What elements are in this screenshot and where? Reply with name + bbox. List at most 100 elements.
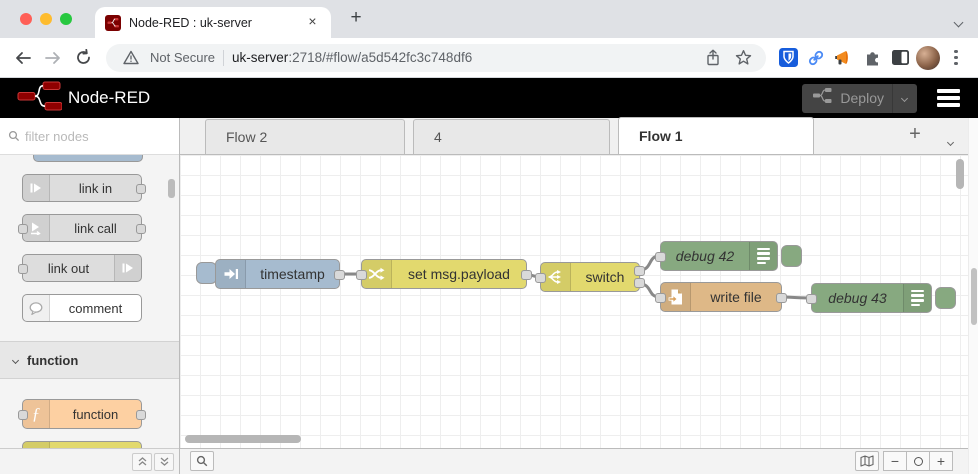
input-port[interactable]	[655, 252, 666, 262]
input-port[interactable]	[18, 224, 28, 234]
link-extension-icon[interactable]	[804, 46, 828, 70]
link-out-icon	[114, 255, 141, 281]
navigator-map-button[interactable]	[855, 451, 879, 471]
output-port[interactable]	[334, 270, 345, 280]
switch-icon	[23, 442, 50, 448]
file-icon	[661, 283, 691, 311]
input-port[interactable]	[535, 273, 546, 283]
not-secure-warning-icon[interactable]	[120, 47, 142, 69]
node-switch[interactable]: switch	[535, 262, 645, 292]
browser-toolbar: Not Secure uk-server:2718/#flow/a5d542fc…	[0, 38, 978, 78]
flow-editor: Flow 2 4 Flow 1 +	[180, 117, 968, 474]
canvas-search-button[interactable]	[190, 451, 214, 471]
output-port[interactable]	[136, 184, 146, 194]
sidebar-toggle-icon[interactable]	[888, 46, 912, 70]
bookmark-star-icon[interactable]	[732, 47, 754, 69]
flow-tab-2[interactable]: Flow 2	[205, 119, 405, 154]
canvas-vertical-scrollbar[interactable]	[956, 159, 964, 189]
zoom-window-button[interactable]	[60, 13, 72, 25]
zoom-out-button[interactable]: −	[883, 451, 907, 471]
node-palette: link in link call link out comment	[0, 118, 180, 474]
inject-trigger-button[interactable]	[196, 262, 217, 284]
back-button[interactable]	[10, 45, 36, 71]
palette-node-partial-bottom[interactable]	[22, 441, 142, 448]
deploy-button[interactable]: Deploy	[802, 83, 917, 113]
forward-button[interactable]	[40, 45, 66, 71]
node-label: timestamp	[260, 266, 325, 282]
link-in-icon	[23, 175, 50, 201]
deploy-label: Deploy	[840, 90, 884, 106]
main-area: link in link call link out comment	[0, 117, 968, 474]
debug-toggle-button[interactable]	[935, 287, 956, 309]
input-port[interactable]	[806, 294, 817, 304]
app-title: Node-RED	[68, 88, 151, 107]
flow-tab-4[interactable]: 4	[413, 119, 610, 154]
address-bar[interactable]: Not Secure uk-server:2718/#flow/a5d542fc…	[106, 43, 766, 72]
close-window-button[interactable]	[20, 13, 32, 25]
minimize-window-button[interactable]	[40, 13, 52, 25]
share-icon[interactable]	[702, 47, 724, 69]
new-tab-button[interactable]: +	[350, 7, 362, 28]
palette-node-link-call[interactable]: link call	[18, 214, 146, 242]
collapse-all-button[interactable]	[132, 452, 152, 471]
zoom-in-button[interactable]: +	[929, 451, 953, 471]
reload-button[interactable]	[70, 45, 96, 71]
switch-icon	[541, 263, 571, 291]
browser-menu-icon[interactable]	[944, 46, 968, 70]
flow-tab-label: Flow 1	[639, 128, 683, 144]
add-flow-button[interactable]: +	[909, 123, 921, 145]
palette-node-comment[interactable]: comment	[22, 294, 142, 322]
browser-scrollbar-thumb[interactable]	[970, 268, 977, 325]
palette-node-label: link out	[47, 260, 90, 276]
tab-search-chevron-icon[interactable]	[953, 13, 964, 31]
flow-tab-1-active[interactable]: Flow 1	[618, 117, 814, 154]
node-write-file[interactable]: write file	[655, 282, 787, 312]
main-menu-icon[interactable]	[937, 88, 960, 108]
extensions-puzzle-icon[interactable]	[860, 46, 884, 70]
url-text[interactable]: uk-server:2718/#flow/a5d542fc3c748df6	[232, 50, 694, 65]
megaphone-extension-icon[interactable]	[832, 46, 856, 70]
palette-node-function[interactable]: ƒ function	[18, 399, 146, 429]
node-label: set msg.payload	[408, 266, 510, 282]
zoom-reset-icon	[913, 456, 923, 466]
profile-avatar[interactable]	[916, 45, 940, 70]
expand-all-button[interactable]	[154, 452, 174, 471]
palette-scrollbar-thumb[interactable]	[168, 179, 175, 198]
output-port[interactable]	[136, 410, 146, 420]
browser-tab[interactable]: Node-RED : uk-server ×	[95, 7, 331, 38]
flow-list-chevron-icon[interactable]	[946, 132, 955, 150]
browser-scrollbar[interactable]	[968, 118, 978, 474]
input-port[interactable]	[18, 264, 28, 274]
output-port[interactable]	[776, 293, 787, 303]
node-red-header: Node-RED Deploy	[0, 78, 978, 118]
canvas-horizontal-scrollbar[interactable]	[185, 435, 301, 443]
node-change[interactable]: set msg.payload	[356, 259, 532, 289]
output-port[interactable]	[136, 224, 146, 234]
input-port[interactable]	[356, 270, 367, 280]
deploy-options-chevron-icon[interactable]	[892, 83, 909, 113]
debug-toggle-button[interactable]	[781, 245, 802, 267]
palette-node-partial-top[interactable]	[33, 155, 143, 162]
input-port[interactable]	[18, 410, 28, 420]
palette-section-function[interactable]: function	[0, 341, 179, 379]
node-debug-43[interactable]: debug 43	[806, 283, 932, 313]
bitwarden-extension-icon[interactable]	[776, 46, 800, 70]
palette-node-link-in[interactable]: link in	[22, 174, 146, 202]
comment-icon	[23, 295, 50, 321]
node-label: switch	[585, 269, 625, 285]
output-port[interactable]	[521, 270, 532, 280]
flow-canvas[interactable]: timestamp set msg.payload switch	[180, 155, 968, 448]
palette-filter-input[interactable]	[25, 128, 171, 144]
security-label[interactable]: Not Secure	[150, 50, 216, 65]
tab-close-icon[interactable]: ×	[308, 13, 317, 29]
omnibox-divider	[223, 49, 225, 66]
palette-node-link-out[interactable]: link out	[18, 254, 142, 282]
palette-scroll-area[interactable]: link in link call link out comment	[0, 155, 179, 448]
output-port-1[interactable]	[634, 266, 645, 276]
zoom-reset-button[interactable]	[906, 451, 930, 471]
output-port-2[interactable]	[634, 278, 645, 288]
node-inject[interactable]: timestamp	[215, 259, 345, 289]
input-port[interactable]	[655, 293, 666, 303]
node-debug-42[interactable]: debug 42	[655, 241, 778, 271]
